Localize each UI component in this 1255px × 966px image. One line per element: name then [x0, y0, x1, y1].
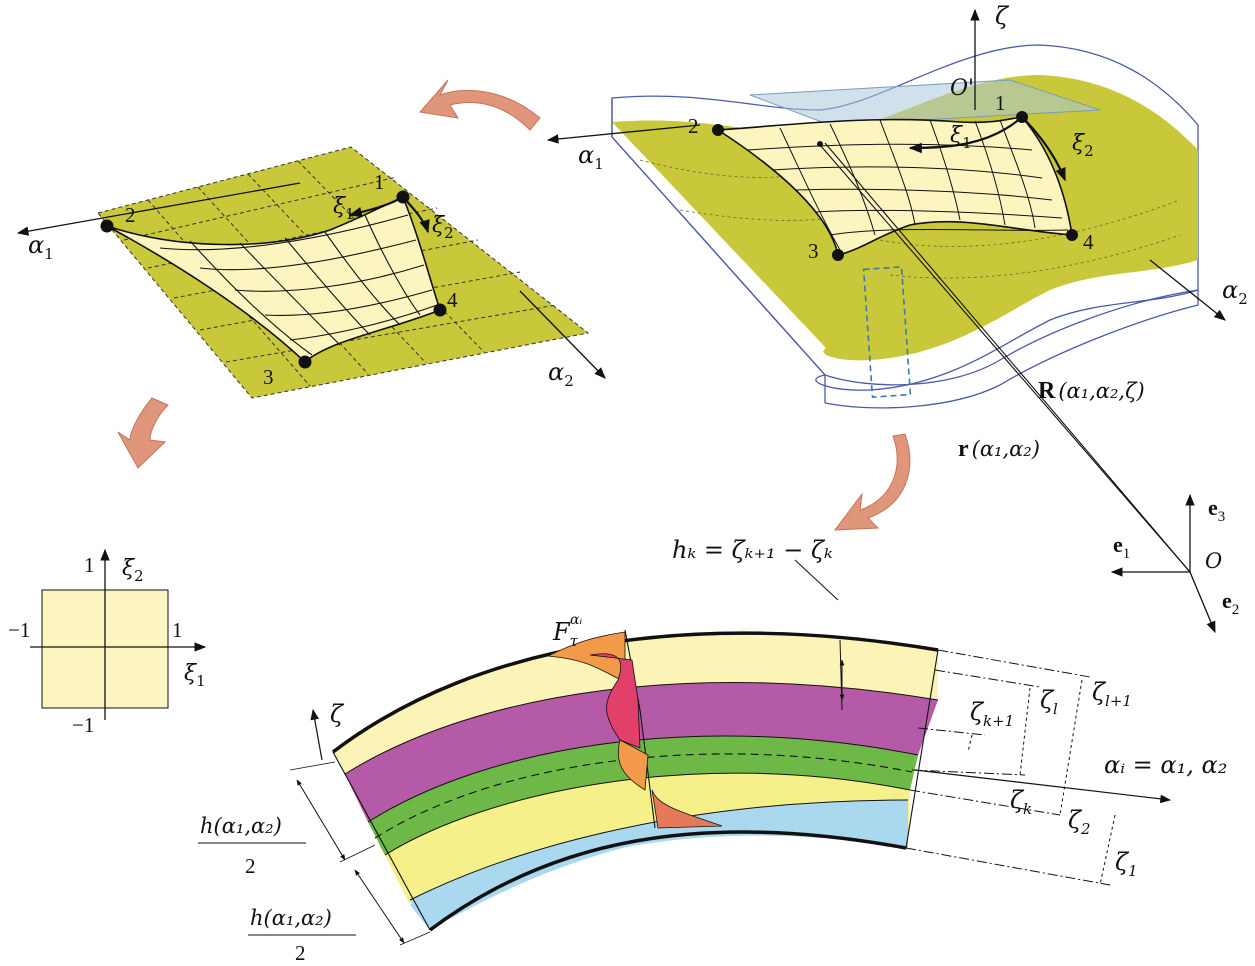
shell-axis-1-label: α1 [578, 141, 604, 173]
half-thickness-lower-num: h(α₁,α₂) [250, 906, 332, 930]
curved-shell: ζ O' α1 α2 ξ1 ξ2 1 2 3 4 R(α₁,α₂,ζ) r(α₁… [546, 2, 1248, 573]
zeta-1-label: ζ1 [1115, 848, 1138, 880]
zeta-l1-label: ζl+1 [1092, 678, 1132, 710]
shell-origin-prime: O' [950, 76, 974, 101]
half-thickness-lower-den: 2 [295, 941, 306, 965]
square-left-label: −1 [8, 618, 30, 642]
plane-corner-1: 1 [374, 170, 385, 194]
e3-label: e3 [1208, 495, 1225, 525]
square-bottom-label: −1 [72, 713, 94, 737]
shell-axis-2-label: α2 [1222, 276, 1248, 308]
zeta-l-label: ζl [1040, 686, 1058, 718]
alpha-i-formula: αᵢ = α₁, α₂ [1104, 751, 1227, 779]
shell-xi-1-label: ξ1 [950, 123, 972, 152]
zeta-k-label: ζk [1010, 786, 1032, 818]
shell-corner-2: 2 [688, 114, 699, 138]
square-right-label: 1 [172, 618, 183, 642]
dimension-lines [905, 649, 1111, 886]
plane-xi-2-label: ξ2 [432, 213, 454, 242]
e2-label: e2 [1222, 588, 1239, 618]
half-thickness-upper-num: h(α₁,α₂) [200, 814, 282, 838]
layer-top-yellow [333, 633, 938, 774]
plane-corner-4: 4 [447, 288, 458, 312]
reference-square: 1 −1 −1 1 ξ2 ξ1 [8, 548, 207, 737]
plane-axis-2-label: α2 [548, 358, 574, 390]
half-thickness-upper-den: 2 [245, 854, 256, 878]
zeta-k1-label: ζk+1 [970, 698, 1014, 730]
shell-corner-1: 1 [995, 91, 1006, 115]
thickness-formula: hₖ = ζₖ₊₁ − ζₖ [672, 536, 833, 564]
layer-purple [345, 682, 938, 822]
square-xi-2-label: ξ2 [122, 556, 144, 585]
laminate-zeta-label: ζ [330, 700, 345, 728]
shell-corner-4: 4 [1083, 230, 1094, 254]
position-vector-R: R(α₁,α₂,ζ) [1038, 378, 1145, 404]
plane-patch: α1 α2 ξ1 ξ2 1 2 3 4 [16, 146, 606, 399]
laminate: ζ Fταᵢ hₖ = ζₖ₊₁ − ζₖ h(α₁,α₂) 2 h(α₁,α₂… [198, 536, 1227, 965]
position-vector-r: r(α₁,α₂) [958, 436, 1040, 462]
arrow-plane-to-square [117, 397, 169, 469]
flow-arrows [117, 79, 911, 531]
plane-axis-1-label: α1 [28, 231, 54, 263]
shell-zeta-label: ζ [995, 2, 1010, 30]
arrow-shell-to-laminate [833, 433, 911, 531]
square-top-label: 1 [84, 553, 95, 577]
shell-xi-2-label: ξ2 [1072, 131, 1094, 160]
plane-corner-2: 2 [125, 203, 136, 227]
zeta-2-label: ζ2 [1068, 806, 1091, 838]
shell-corner-3: 3 [808, 239, 819, 263]
arrow-shell-to-plane [419, 79, 541, 131]
shell-tangent-plane [749, 79, 1101, 126]
shell-cutout-marker [862, 265, 912, 399]
plane-patch-mesh [159, 214, 438, 356]
origin-O-label: O [1205, 549, 1222, 573]
stress-profile-lower [651, 789, 723, 829]
global-frame: e3 e1 e2 O [1110, 493, 1239, 634]
plane-corner-3: 3 [263, 365, 274, 389]
square-xi-1-label: ξ1 [184, 661, 206, 690]
shell-patch-mesh [747, 119, 1069, 251]
force-label: Fταᵢ [552, 612, 582, 650]
e1-label: e1 [1113, 532, 1130, 562]
plane-xi-1-label: ξ1 [333, 194, 355, 223]
